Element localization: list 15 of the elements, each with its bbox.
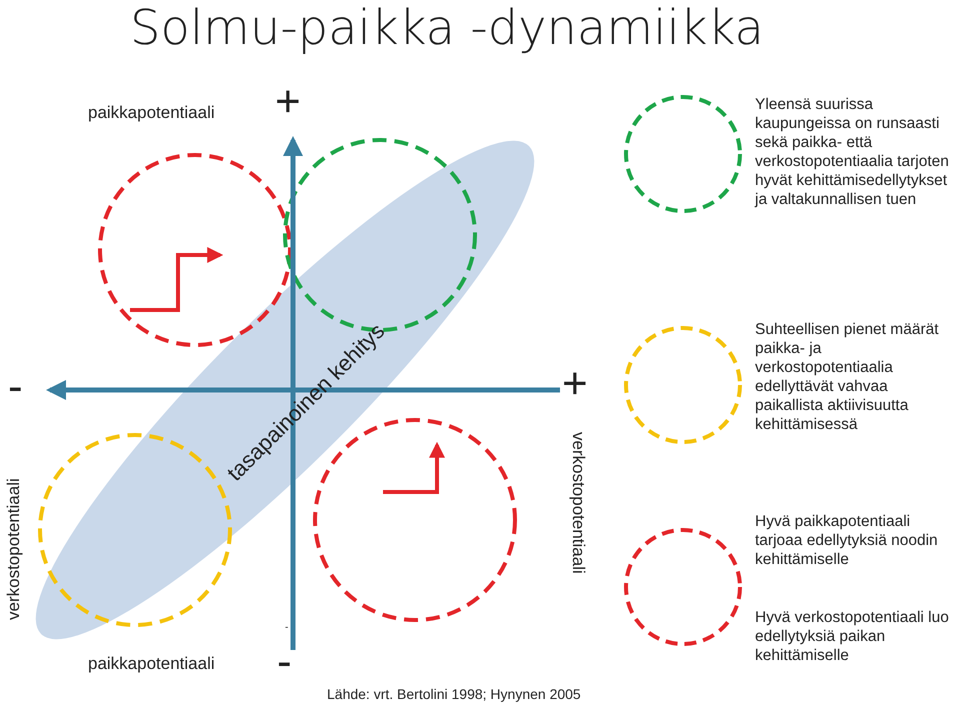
minus-sign: - xyxy=(8,365,23,409)
axis-label: verkostopotentiaali xyxy=(4,478,24,620)
source-note: Lähde: vrt. Bertolini 1998; Hynynen 2005 xyxy=(327,686,581,702)
axis-label: verkostopotentiaali xyxy=(568,432,588,574)
axis-label: paikkapotentiaali xyxy=(88,103,215,123)
plus-sign: + xyxy=(275,80,301,124)
legend-text: Hyvä verkostopotentiaali luo edellytyksiä paikan kehittämiselle xyxy=(755,608,950,665)
legend-text: Suhteellisen pienet määrät paikka- ja verkostopotentiaalia edellyttävät vahvaa paikallista aktiivisuutta kehittämisessä xyxy=(755,320,940,434)
legend-text: Yleensä suurissa kaupungeissa on runsaasti sekä paikka- että verkostopotentiaalia tarjoten hyvät kehittämisedellytykset ja valtakunnallisen tuen xyxy=(755,95,950,209)
plus-sign: + xyxy=(562,362,588,406)
minus-sign: - xyxy=(285,622,288,633)
legend-text: Hyvä paikkapotentiaali tarjoaa edellytyksiä noodin kehittämiselle xyxy=(755,512,939,569)
minus-sign: - xyxy=(277,640,292,684)
title: Solmu-paikka -dynamiikka xyxy=(130,0,764,56)
axis-label: paikkapotentiaali xyxy=(88,654,215,674)
